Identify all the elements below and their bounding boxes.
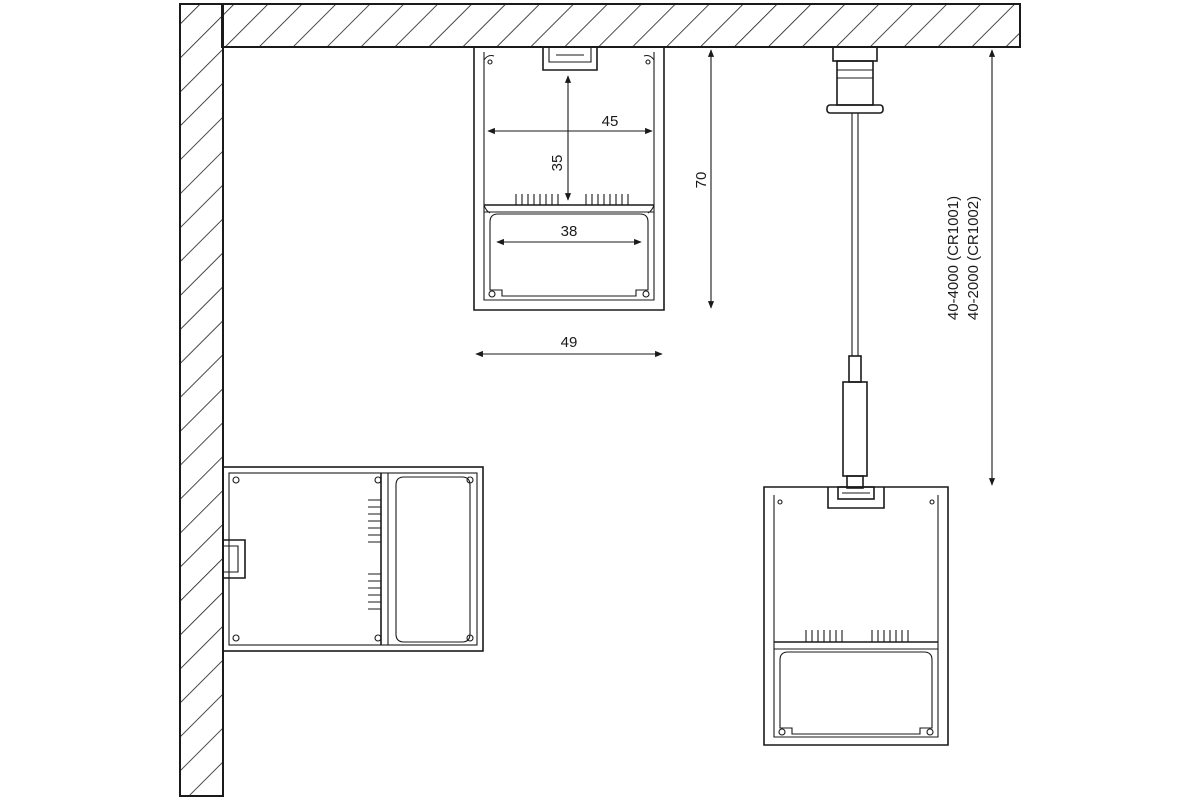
dimension-cable-length: 40-4000 (CR1001) 40-2000 (CR1002) xyxy=(945,49,996,486)
label-45: 45 xyxy=(602,113,619,130)
suspension-cable xyxy=(842,113,868,489)
label-35: 35 xyxy=(549,155,566,172)
ceiling xyxy=(221,3,1021,48)
label-70: 70 xyxy=(693,172,710,189)
dimension-45: 45 xyxy=(487,113,653,135)
ceiling-mounted-profile xyxy=(473,47,665,311)
label-cable-length-2: 40-2000 (CR1002) xyxy=(965,196,982,320)
wall xyxy=(179,3,224,797)
dimension-70: 70 xyxy=(693,49,715,309)
wall-mounted-profile xyxy=(222,466,484,652)
label-49: 49 xyxy=(561,334,578,351)
dimension-38: 38 xyxy=(496,223,642,246)
label-cable-length-1: 40-4000 (CR1001) xyxy=(945,196,962,320)
suspended-profile xyxy=(763,486,949,746)
ceiling-anchor xyxy=(826,46,884,114)
dimension-35: 35 xyxy=(549,75,572,201)
dimension-49: 49 xyxy=(475,334,663,358)
label-38: 38 xyxy=(561,223,578,240)
